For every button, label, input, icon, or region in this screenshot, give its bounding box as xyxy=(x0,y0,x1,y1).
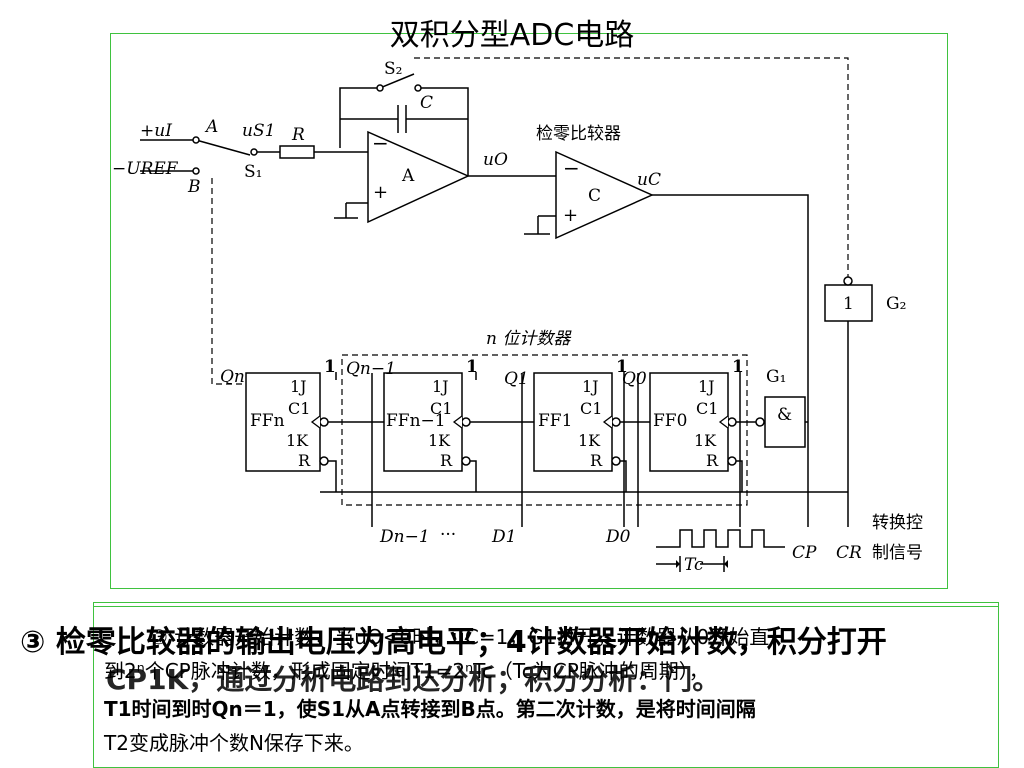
label-q0: Q0 xyxy=(622,369,647,389)
label-dn1: Dn−1 xyxy=(379,527,430,547)
label-g2-gate: 1 xyxy=(843,294,854,314)
pin-1k: 1K xyxy=(286,431,309,450)
label-a-node: A xyxy=(204,117,218,137)
note-line-2: 到2ⁿ个CP脉冲计数，形成固定时间T1=2ⁿTc（Tc为CP脉冲的周期）， xyxy=(104,659,709,683)
label-dots: ··· xyxy=(440,525,456,545)
page-title: 双积分型ADC电路 xyxy=(389,18,635,53)
pin-1j: 1J xyxy=(582,377,599,396)
pin-c1: C1 xyxy=(580,399,602,418)
pin-1j: 1J xyxy=(290,377,307,396)
pin-1k: 1K xyxy=(578,431,601,450)
pin-1j: 1J xyxy=(432,377,449,396)
label-qn: Qn xyxy=(220,367,245,387)
label-comparator: 检零比较器 xyxy=(536,124,621,144)
pin-c1: C1 xyxy=(696,399,718,418)
label-g1: G₁ xyxy=(766,367,786,387)
note-line-3: T1时间到时Qn＝1，使S1从A点转接到B点。第二次计数，是将时间间隔 xyxy=(104,697,756,721)
label-b-node: B xyxy=(187,177,201,197)
pin-c1: C1 xyxy=(288,399,310,418)
note-subheading-overlay: CP1K，通过分析电路到达分析；积分分析：门。 xyxy=(106,663,721,696)
label-qn1: Qn−1 xyxy=(346,359,396,379)
label-ui: +uI xyxy=(140,121,172,141)
label-uref: −UREF xyxy=(112,159,179,179)
label-ctrl-line2: 制信号 xyxy=(872,543,923,563)
label-plus-a: + xyxy=(373,182,388,203)
label-one-0: 1 xyxy=(732,357,744,377)
label-uo: uO xyxy=(483,150,508,170)
label-one-n1: 1 xyxy=(466,357,478,377)
pin-r: R xyxy=(440,451,453,470)
label-uc: uC xyxy=(637,170,661,190)
label-tc: Tc xyxy=(684,555,704,575)
label-q1: Q1 xyxy=(504,369,529,389)
label-one-1: 1 xyxy=(616,357,628,377)
note-line-4: T2变成脉冲个数N保存下来。 xyxy=(104,731,364,755)
label-cr: CR xyxy=(836,543,862,563)
note-heading-overlay: ③ 检零比较器的输出电压为高电平；4计数器开始计数，积分打开 xyxy=(20,625,887,660)
label-ff0: FF0 xyxy=(653,411,687,431)
note-line-1: ③ 计数器开始计数，当uO<0时，uC=1，G1打开，计数器从0开始直 xyxy=(150,625,770,649)
label-us1: uS1 xyxy=(242,121,275,141)
label-minus-a: − xyxy=(372,131,389,155)
label-d1: D1 xyxy=(491,527,516,547)
label-d0: D0 xyxy=(605,527,631,547)
label-minus-c: − xyxy=(563,156,580,180)
dual-slope-adc-circuit: S₂ C +uI A uS1 R uO 检零比较器 uC −UREF B S₁ … xyxy=(112,57,923,575)
label-counter: n 位计数器 xyxy=(486,329,572,349)
label-and: & xyxy=(777,405,792,425)
label-one-n: 1 xyxy=(324,357,336,377)
label-ctrl-line1: 转换控 xyxy=(872,513,923,533)
label-plus-c: + xyxy=(563,205,578,226)
label-resistor: R xyxy=(291,125,305,145)
label-opamp-a: A xyxy=(401,166,415,186)
pin-1k: 1K xyxy=(694,431,717,450)
label-cp: CP xyxy=(792,543,817,563)
pin-r: R xyxy=(298,451,311,470)
diagram-frame xyxy=(110,33,948,589)
label-g2: G₂ xyxy=(886,294,906,314)
label-s2: S₂ xyxy=(384,59,402,79)
pin-1j: 1J xyxy=(698,377,715,396)
pin-1k: 1K xyxy=(428,431,451,450)
label-ffn1: FFn−1 xyxy=(386,411,446,431)
pin-c1: C1 xyxy=(430,399,452,418)
label-opamp-c: C xyxy=(588,186,601,206)
pin-r: R xyxy=(590,451,603,470)
label-ffn: FFn xyxy=(250,411,285,431)
label-capacitor: C xyxy=(420,93,433,113)
label-s1: S₁ xyxy=(244,162,262,182)
pin-r: R xyxy=(706,451,719,470)
label-ff1: FF1 xyxy=(538,411,572,431)
